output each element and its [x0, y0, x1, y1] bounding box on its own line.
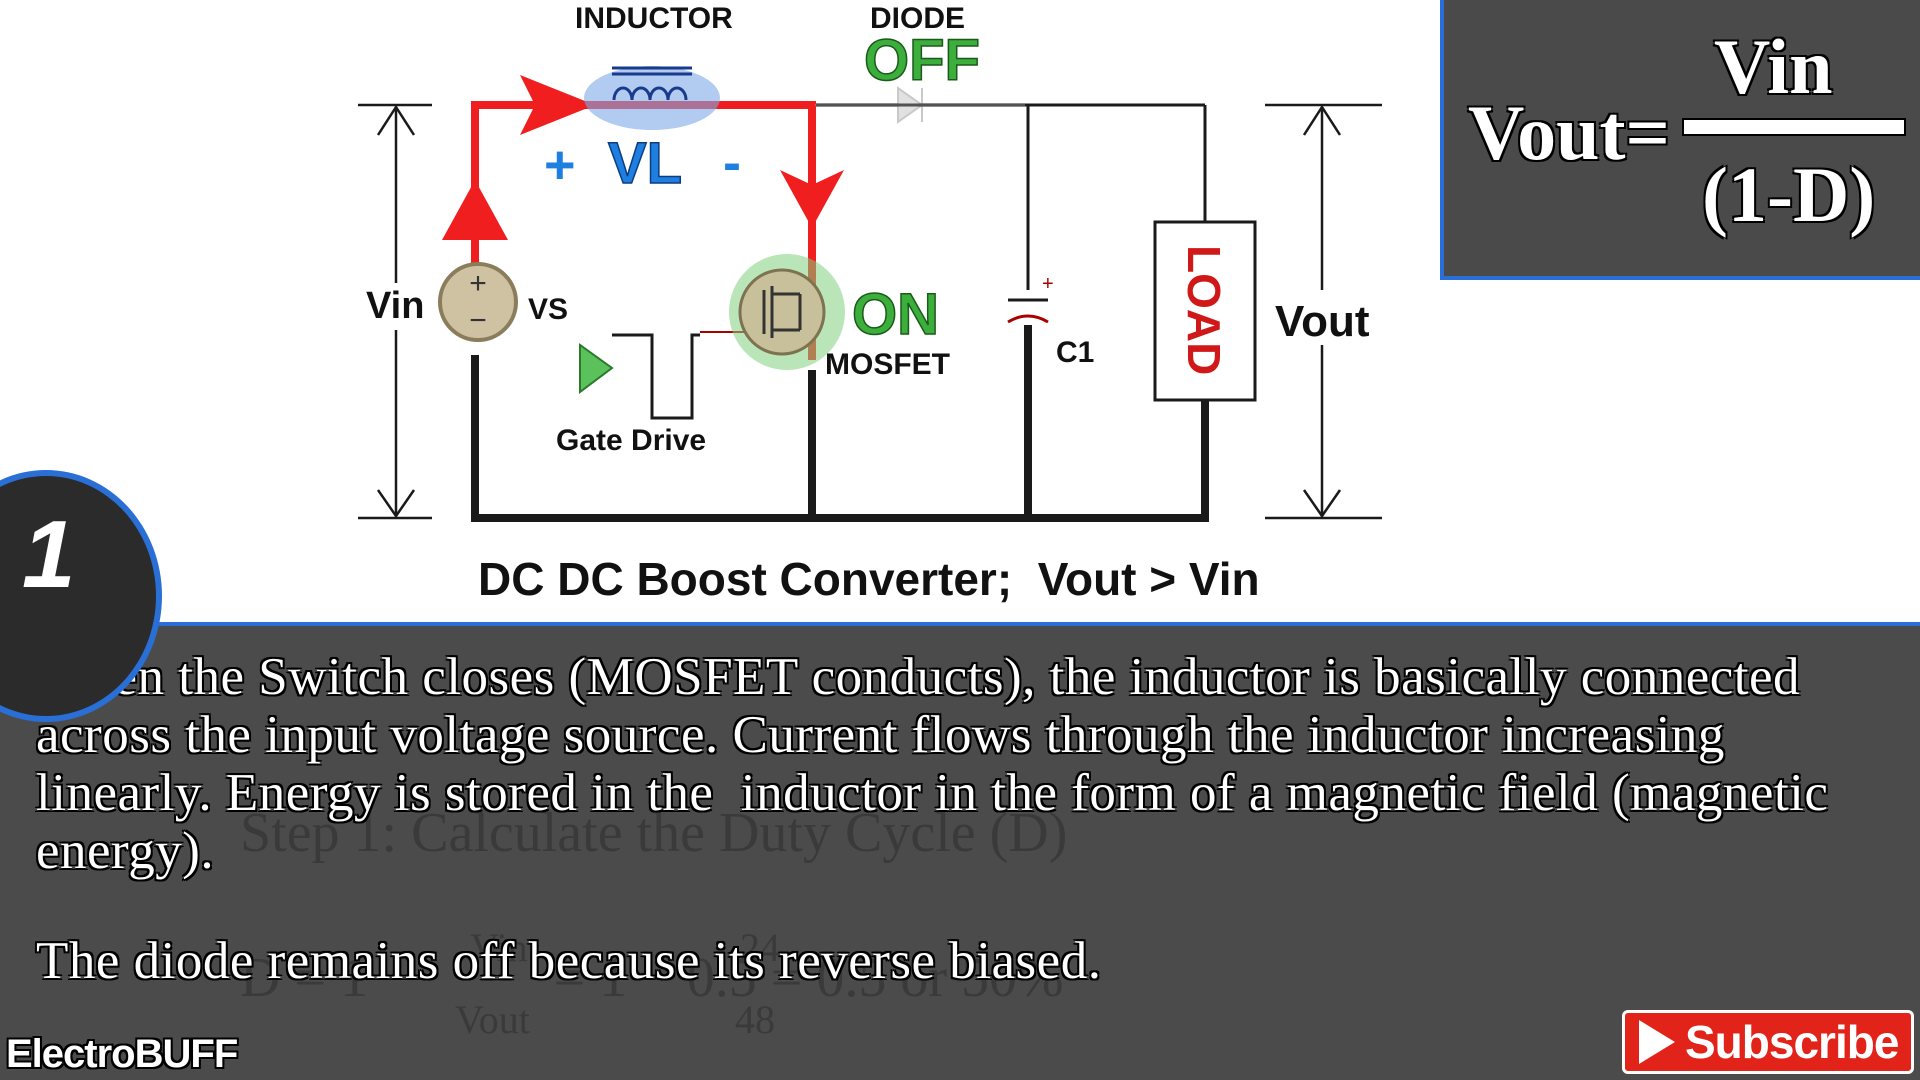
ghost-vout: Vout: [455, 997, 530, 1042]
inductor-symbol: [584, 66, 720, 130]
mosfet-label: MOSFET: [825, 348, 950, 381]
diode-state: OFF: [864, 28, 980, 93]
narration-paragraph-2: The diode remains off because its revers…: [36, 932, 1102, 990]
vout-dimension: [1265, 103, 1382, 520]
vl-plus: +: [544, 135, 576, 195]
boost-converter-diagram: INDUCTOR DIODE OFF + VL - + − VS Vin Gat…: [0, 0, 1440, 622]
load-label: LOAD: [1178, 245, 1230, 375]
vl-minus: -: [723, 133, 741, 193]
narration-paragraph-1: When the Switch closes (MOSFET conducts)…: [36, 648, 1843, 880]
diode-label: DIODE: [870, 2, 965, 35]
formula-numerator: Vin: [1714, 23, 1833, 110]
ground-rail: [471, 325, 1209, 522]
formula-panel: Vin Vout= (1-D): [1440, 0, 1920, 280]
diode-symbol: [815, 86, 1025, 124]
vl-label: VL: [608, 131, 682, 196]
vout-label: Vout: [1275, 297, 1370, 346]
circuit-wiring: [810, 103, 1207, 290]
current-arrow-down: [780, 170, 844, 228]
source-plus: +: [469, 267, 487, 300]
mosfet-symbol: [729, 254, 845, 370]
formula-denominator: (1-D): [1702, 151, 1876, 238]
vin-label: Vin: [366, 285, 424, 327]
mosfet-state: ON: [852, 282, 939, 347]
fraction-bar: [1682, 118, 1906, 136]
subscribe-label: Subscribe: [1685, 1016, 1899, 1068]
ghost-equation: D = 1 − = 1 − 0.5 = 0.5 or 50%: [240, 947, 1064, 1009]
vin-dimension: [358, 103, 432, 520]
diagram-caption: DC DC Boost Converter; Vout > Vin: [478, 553, 1260, 605]
slide-number: 1: [22, 501, 76, 608]
ghost-title: Step 1: Calculate the Duty Cycle (D): [240, 802, 1068, 864]
load-box: [1153, 220, 1257, 402]
voltage-source-symbol: [438, 262, 518, 342]
source-minus: −: [469, 304, 487, 337]
subscribe-button[interactable]: Subscribe: [1622, 1010, 1914, 1074]
source-label: VS: [528, 293, 568, 326]
inductor-label: INDUCTOR: [575, 2, 733, 35]
capacitor-label: C1: [1056, 336, 1094, 369]
ghost-vin-value: 24: [740, 925, 780, 970]
formula-lhs: Vout=: [1468, 89, 1670, 176]
current-arrow-up: [442, 180, 508, 240]
ghost-vout-value: 48: [735, 997, 775, 1042]
gate-drive-label: Gate Drive: [556, 424, 706, 457]
background-ghost-slide: Step 1: Calculate the Duty Cycle (D) Vin…: [0, 626, 1920, 1080]
ghost-vin: Vin: [470, 925, 528, 970]
capacitor-symbol: [1007, 298, 1049, 324]
play-icon: [1639, 1020, 1675, 1064]
current-arrow-right: [520, 75, 595, 135]
narration-panel: Step 1: Calculate the Duty Cycle (D) Vin…: [0, 622, 1920, 1080]
capacitor-plus: +: [1042, 273, 1054, 295]
channel-brand: ElectroBUFF: [6, 1032, 238, 1076]
